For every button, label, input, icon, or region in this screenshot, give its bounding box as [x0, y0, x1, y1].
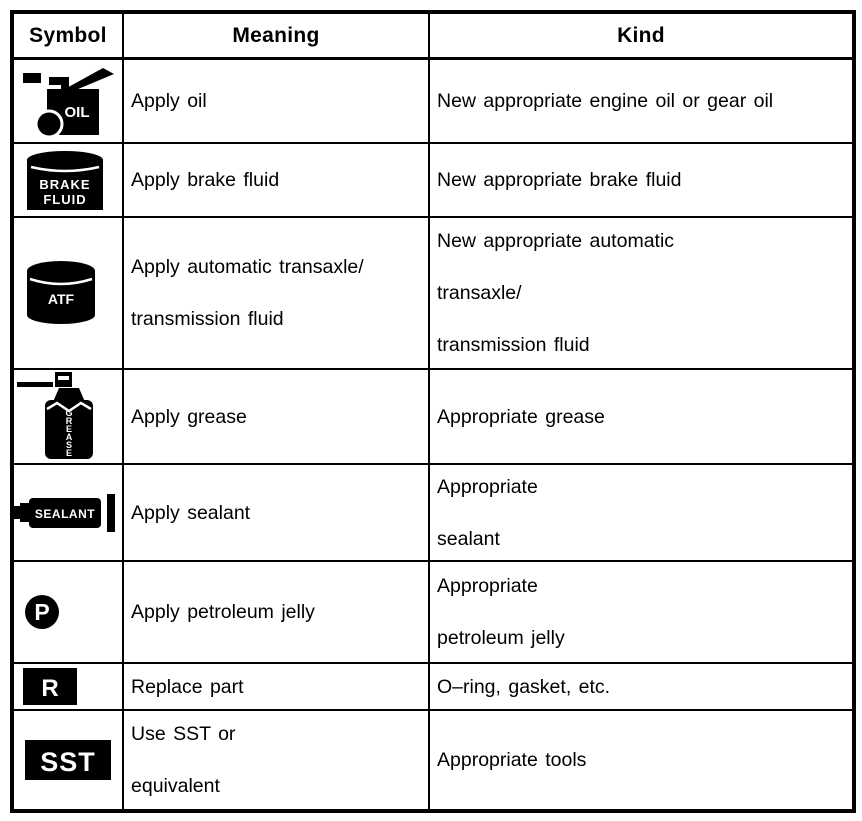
meaning-text: Apply brake fluid — [131, 169, 280, 191]
meaning-cell: Apply sealant — [122, 463, 430, 562]
symbol-cell: ATF — [11, 216, 124, 370]
kind-cell: Appropriate grease — [428, 368, 855, 465]
header-kind: Kind — [428, 11, 855, 60]
table-row: SST Use SST or equivalent Appropriate to… — [11, 709, 855, 812]
kind-cell: Appropriate petroleum jelly — [428, 560, 855, 664]
table-row: SEALANT Apply sealant Appropriate sealan… — [11, 463, 855, 562]
kind-text: Appropriate tools — [437, 749, 587, 771]
sst-label: SST — [40, 747, 96, 777]
meaning-cell: Apply petroleum jelly — [122, 560, 430, 664]
replace-part-icon: R — [23, 668, 77, 705]
kind-text: sealant — [437, 527, 500, 550]
table-row: BRAKE FLUID Apply brake fluid New approp… — [11, 142, 855, 218]
kind-text: New appropriate automatic — [437, 230, 675, 252]
kind-text: Appropriate — [437, 475, 538, 498]
meaning-text: Replace part — [131, 675, 244, 698]
kind-text: Appropriate — [437, 575, 538, 597]
header-meaning: Meaning — [122, 11, 430, 60]
symbol-cell: G R E A S E — [11, 368, 124, 465]
meaning-cell: Replace part — [122, 662, 430, 711]
meaning-text: Apply automatic transaxle/ — [131, 256, 364, 278]
symbols-legend-table: Symbol Meaning Kind OIL Apply oil New — [10, 10, 856, 813]
table-row: G R E A S E Apply grease Appropriate gre… — [11, 368, 855, 465]
header-symbol: Symbol — [11, 11, 124, 60]
symbol-cell: BRAKE FLUID — [11, 142, 124, 218]
table-row: R Replace part O–ring, gasket, etc. — [11, 662, 855, 711]
meaning-text: Apply petroleum jelly — [131, 601, 315, 623]
symbol-cell: R — [11, 662, 124, 711]
kind-cell: New appropriate engine oil or gear oil — [428, 57, 855, 144]
grease-spray-can-icon: G R E A S E — [17, 372, 93, 459]
meaning-text: Use SST or — [131, 723, 236, 745]
meaning-cell: Apply grease — [122, 368, 430, 465]
brake-fluid-can-icon: BRAKE FLUID — [27, 151, 103, 210]
petroleum-label: P — [34, 599, 49, 625]
kind-cell: Appropriate tools — [428, 709, 855, 812]
grease-letter: E — [66, 424, 72, 434]
brake-label-line1: BRAKE — [39, 177, 90, 192]
kind-cell: New appropriate automatic transaxle/ tra… — [428, 216, 855, 370]
kind-text: O–ring, gasket, etc. — [437, 675, 611, 698]
meaning-cell: Use SST or equivalent — [122, 709, 430, 812]
meaning-cell: Apply oil — [122, 57, 430, 144]
meaning-cell: Apply automatic transaxle/ transmission … — [122, 216, 430, 370]
meaning-text: Apply oil — [131, 90, 207, 112]
table-row: ATF Apply automatic transaxle/ transmiss… — [11, 216, 855, 370]
grease-letter: G — [65, 408, 72, 418]
meaning-text: transmission fluid — [131, 308, 284, 330]
sst-icon: SST — [25, 740, 111, 780]
kind-text: transaxle/ — [437, 282, 522, 304]
kind-text: transmission fluid — [437, 334, 590, 356]
sealant-tube-icon: SEALANT — [14, 493, 115, 532]
oil-can-icon: OIL — [23, 68, 114, 139]
sealant-label: SEALANT — [35, 507, 95, 521]
kind-text: petroleum jelly — [437, 627, 565, 649]
meaning-text: Apply sealant — [131, 501, 251, 524]
meaning-cell: Apply brake fluid — [122, 142, 430, 218]
symbol-cell: SST — [11, 709, 124, 812]
grease-letter: A — [66, 432, 73, 442]
grease-letter: E — [66, 448, 72, 458]
kind-cell: O–ring, gasket, etc. — [428, 662, 855, 711]
kind-cell: Appropriate sealant — [428, 463, 855, 562]
petroleum-jelly-icon: P — [25, 595, 59, 629]
meaning-text: Apply grease — [131, 405, 247, 428]
kind-text: New appropriate brake fluid — [437, 169, 682, 191]
kind-text: New appropriate engine oil or gear oil — [437, 90, 774, 112]
oil-label: OIL — [65, 104, 90, 121]
replace-label: R — [41, 675, 58, 702]
brake-label-line2: FLUID — [43, 192, 86, 207]
atf-can-icon: ATF — [27, 261, 95, 324]
kind-cell: New appropriate brake fluid — [428, 142, 855, 218]
symbol-cell: OIL — [11, 57, 124, 144]
header-row: Symbol Meaning Kind — [11, 11, 855, 60]
symbol-cell: P — [11, 560, 124, 664]
grease-letter: S — [66, 440, 72, 450]
meaning-text: equivalent — [131, 775, 220, 797]
table-row: P Apply petroleum jelly Appropriate petr… — [11, 560, 855, 664]
kind-text: Appropriate grease — [437, 405, 605, 428]
symbol-cell: SEALANT — [11, 463, 124, 562]
table-row: OIL Apply oil New appropriate engine oil… — [11, 57, 855, 144]
atf-label: ATF — [48, 291, 75, 307]
grease-letter: R — [66, 416, 73, 426]
